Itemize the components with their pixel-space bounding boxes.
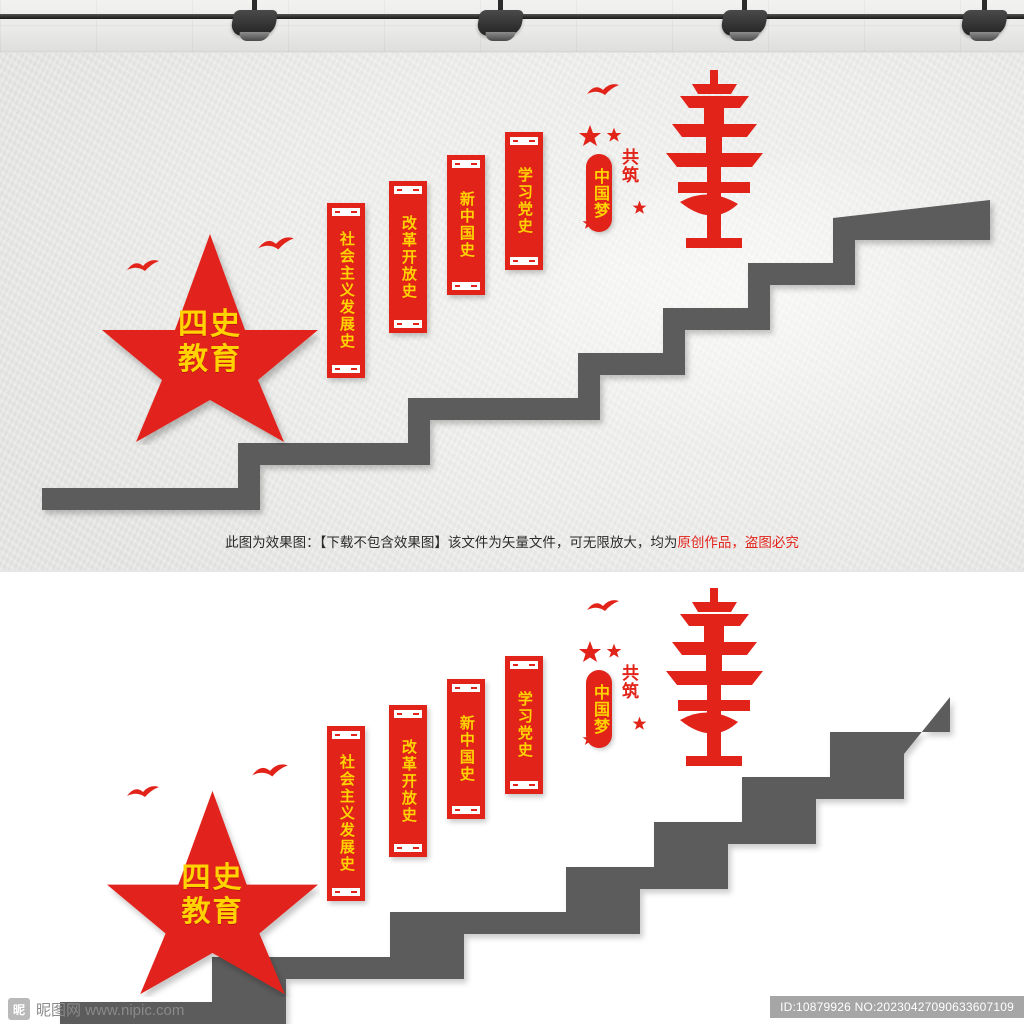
bird-icon	[587, 84, 619, 95]
ornament-icon	[331, 208, 361, 216]
small-star-icon	[606, 127, 622, 142]
small-star-icon	[579, 125, 601, 146]
bird-icon	[587, 600, 619, 611]
red-star-badge: 四史 教育	[105, 787, 320, 997]
nipic-logo-icon: 昵	[8, 998, 30, 1020]
star-title-line2: 教育	[181, 896, 244, 928]
tower-emblem-icon	[666, 70, 763, 248]
track-light-icon	[475, 0, 525, 46]
dream-pill-label: 中国梦	[586, 670, 612, 748]
bird-icon	[258, 237, 294, 250]
plaque-label: 社会主义发展史	[337, 754, 355, 873]
site-watermark-text: 昵图网 www.nipic.com	[36, 1001, 185, 1019]
small-star-icon	[632, 200, 647, 214]
ceiling	[0, 0, 1024, 53]
ornament-icon	[393, 186, 423, 194]
plaque-label: 学习党史	[515, 691, 533, 759]
plaque-label: 新中国史	[457, 191, 475, 259]
plaque-label: 新中国史	[457, 715, 475, 783]
small-star-icon	[606, 643, 622, 658]
track-light-icon	[719, 0, 769, 46]
plaque-reform-opening-history: 改革开放史	[389, 181, 427, 333]
plaque-label: 学习党史	[515, 167, 533, 235]
ornament-icon	[451, 806, 481, 814]
dream-slogan-group: 共筑 中国梦	[572, 634, 662, 764]
notice-plain-text: 此图为效果图：【下载不包含效果图】该文件为矢量文件，可无限放大，均为	[225, 535, 678, 550]
track-light-icon	[229, 0, 279, 46]
site-watermark: 昵 昵图网 www.nipic.com	[8, 998, 184, 1020]
copyright-notice: 此图为效果图：【下载不包含效果图】该文件为矢量文件，可无限放大，均为原创作品，盗…	[0, 531, 1024, 551]
plaque-label: 改革开放史	[399, 738, 417, 824]
star-title-line1: 四史	[181, 862, 244, 894]
red-star-badge: 四史 教育	[100, 230, 320, 445]
tower-emblem-icon	[666, 588, 763, 766]
ornament-icon	[393, 844, 423, 852]
plaque-social-development-history: 社会主义发展史	[327, 203, 365, 378]
plaque-new-china-history: 新中国史	[447, 155, 485, 295]
plaque-label: 社会主义发展史	[337, 231, 355, 350]
ornament-icon	[393, 710, 423, 718]
star-title-line2: 教育	[178, 343, 242, 376]
flat-artwork-panel: 四史 教育 社会主义发展史 改革开放史 新中国史 学习党史	[0, 572, 1024, 1024]
ornament-icon	[331, 731, 361, 739]
panel-divider	[0, 570, 1024, 572]
staircase-graphic	[42, 200, 990, 510]
ornament-icon	[509, 257, 539, 265]
notice-highlight-text: 原创作品，盗图必究	[677, 535, 799, 550]
ornament-icon	[393, 320, 423, 328]
dream-gongzhu-text: 共筑	[619, 664, 638, 700]
dream-gongzhu-text: 共筑	[619, 148, 638, 184]
plaque-label: 改革开放史	[399, 214, 417, 300]
ornament-icon	[509, 781, 539, 789]
plaque-social-development-history: 社会主义发展史	[327, 726, 365, 901]
plaque-party-history: 学习党史	[505, 132, 543, 270]
ornament-icon	[331, 888, 361, 896]
bird-icon	[127, 786, 159, 797]
plaque-reform-opening-history: 改革开放史	[389, 705, 427, 857]
ornament-icon	[331, 365, 361, 373]
dream-slogan-group: 共筑 中国梦	[572, 118, 662, 248]
ornament-icon	[451, 282, 481, 290]
plaque-new-china-history: 新中国史	[447, 679, 485, 819]
small-star-icon	[632, 716, 647, 730]
small-star-icon	[579, 641, 601, 662]
ornament-icon	[509, 137, 539, 145]
ornament-icon	[451, 160, 481, 168]
star-title-line1: 四史	[178, 308, 242, 341]
plaque-party-history: 学习党史	[505, 656, 543, 794]
bird-icon	[127, 260, 159, 271]
image-id-bar: ID:10879926 NO:20230427090633607109	[770, 996, 1024, 1018]
ornament-icon	[451, 684, 481, 692]
bird-icon	[252, 764, 288, 777]
ornament-icon	[509, 661, 539, 669]
track-light-icon	[959, 0, 1009, 46]
dream-pill-label: 中国梦	[586, 154, 612, 232]
mockup-panel-with-wall: 四史 教育 社会主义发展史 改革开放史 新中国史 学习党史	[0, 0, 1024, 570]
